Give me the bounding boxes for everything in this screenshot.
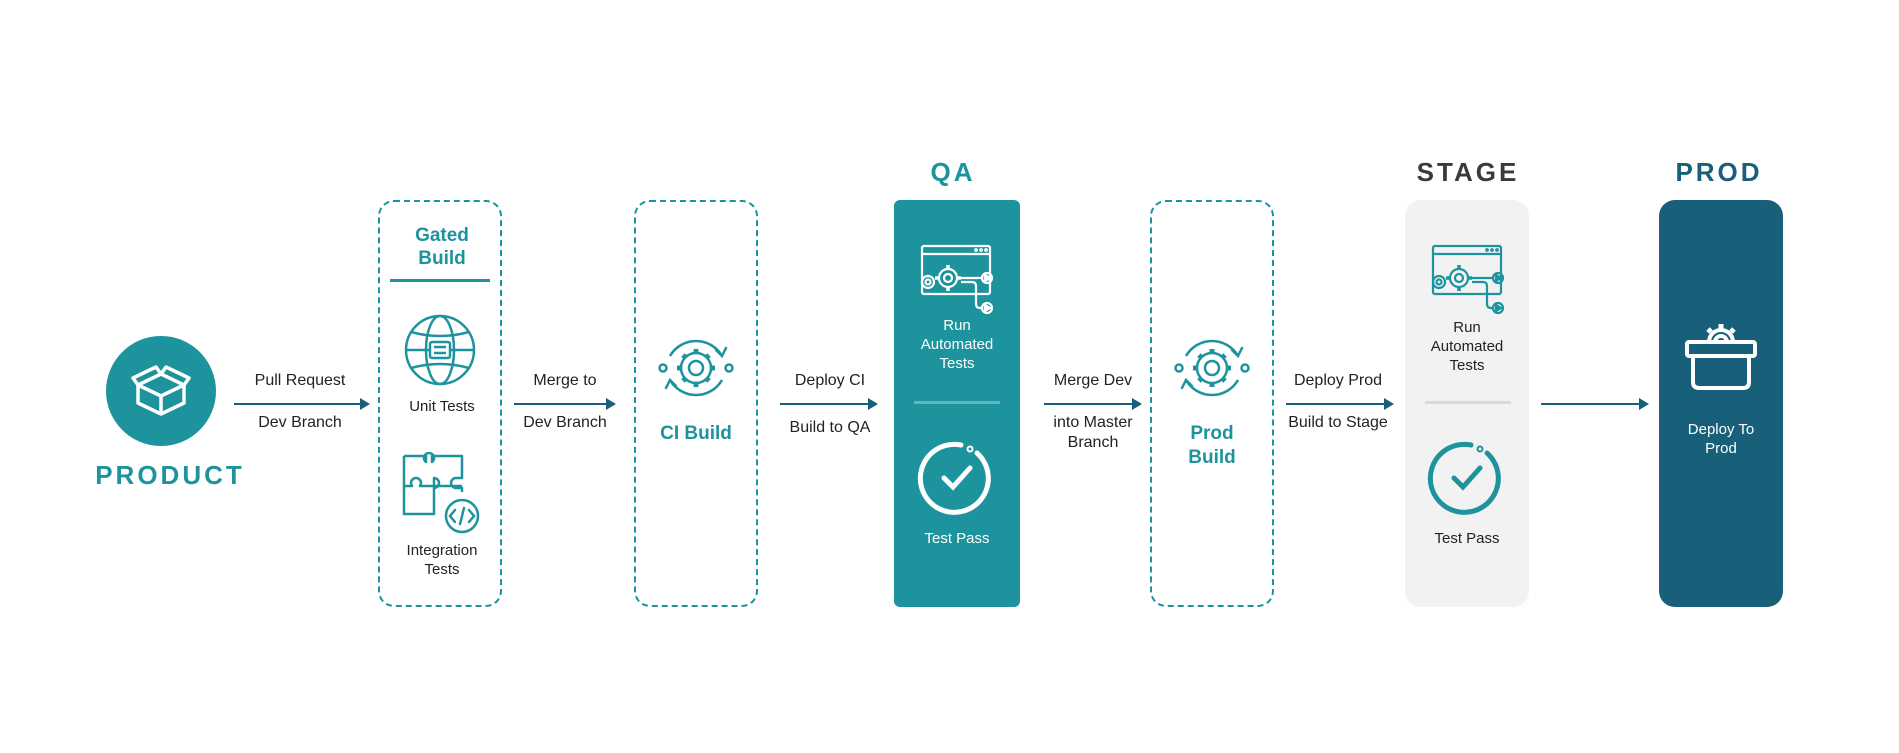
arrow-2-bottom-label: Dev Branch bbox=[523, 414, 607, 431]
prod-build-title: Prod Build bbox=[1188, 423, 1236, 468]
arrow-1-top-label: Pull Request bbox=[254, 372, 346, 389]
gear-cycle-icon bbox=[1174, 339, 1250, 397]
browser-gear-icon bbox=[920, 244, 994, 315]
arrow-3 bbox=[780, 398, 878, 410]
browser-gear-icon bbox=[1431, 244, 1505, 315]
check-circle-icon bbox=[917, 441, 991, 515]
product-label: PRODUCT bbox=[95, 460, 245, 490]
ci-build-title: CI Build bbox=[660, 423, 732, 444]
box-icon bbox=[131, 365, 191, 416]
arrow-2 bbox=[514, 398, 616, 410]
product-node bbox=[106, 336, 216, 446]
arrow-6 bbox=[1541, 398, 1649, 410]
gated-build-title: Gated Build bbox=[415, 225, 469, 269]
arrow-4 bbox=[1044, 398, 1142, 410]
integration-tests-label: Integration Tests bbox=[406, 542, 478, 578]
stage-test-pass-label: Test Pass bbox=[1434, 530, 1500, 547]
prod-card bbox=[1659, 200, 1783, 607]
arrow-1 bbox=[234, 398, 370, 410]
product-circle bbox=[106, 336, 216, 446]
qa-divider bbox=[914, 401, 1000, 404]
toolbox-gear-icon bbox=[1685, 324, 1757, 390]
globe-icon bbox=[404, 314, 476, 386]
qa-run-tests-label: Run Automated Tests bbox=[920, 317, 994, 372]
prod-build-card bbox=[1150, 200, 1274, 607]
prod-deploy-label: Deploy To Prod bbox=[1687, 421, 1755, 457]
stage-run-tests-label: Run Automated Tests bbox=[1430, 319, 1504, 374]
arrow-5 bbox=[1286, 398, 1394, 410]
puzzle-code-icon bbox=[402, 452, 480, 534]
arrow-2-top-label: Merge to bbox=[533, 372, 597, 389]
gear-cycle-icon bbox=[658, 339, 734, 397]
stage-heading: STAGE bbox=[1416, 157, 1520, 187]
prod-heading: PROD bbox=[1675, 157, 1763, 187]
arrow-3-top-label: Deploy CI bbox=[794, 372, 866, 389]
gated-build-divider bbox=[390, 279, 490, 282]
qa-test-pass-label: Test Pass bbox=[924, 530, 990, 547]
check-circle-icon bbox=[1427, 441, 1501, 515]
gated-build-card bbox=[378, 200, 502, 607]
arrow-5-top-label: Deploy Prod bbox=[1293, 372, 1383, 389]
ci-build-card bbox=[634, 200, 758, 607]
arrow-3-bottom-label: Build to QA bbox=[789, 419, 871, 436]
arrow-4-bottom-label: into Master Branch bbox=[1053, 414, 1133, 451]
unit-tests-label: Unit Tests bbox=[409, 398, 475, 415]
qa-heading: QA bbox=[930, 157, 976, 187]
arrow-1-bottom-label: Dev Branch bbox=[258, 414, 342, 431]
arrow-5-bottom-label: Build to Stage bbox=[1288, 414, 1388, 431]
arrow-4-top-label: Merge Dev bbox=[1053, 372, 1133, 389]
stage-divider bbox=[1425, 401, 1511, 404]
